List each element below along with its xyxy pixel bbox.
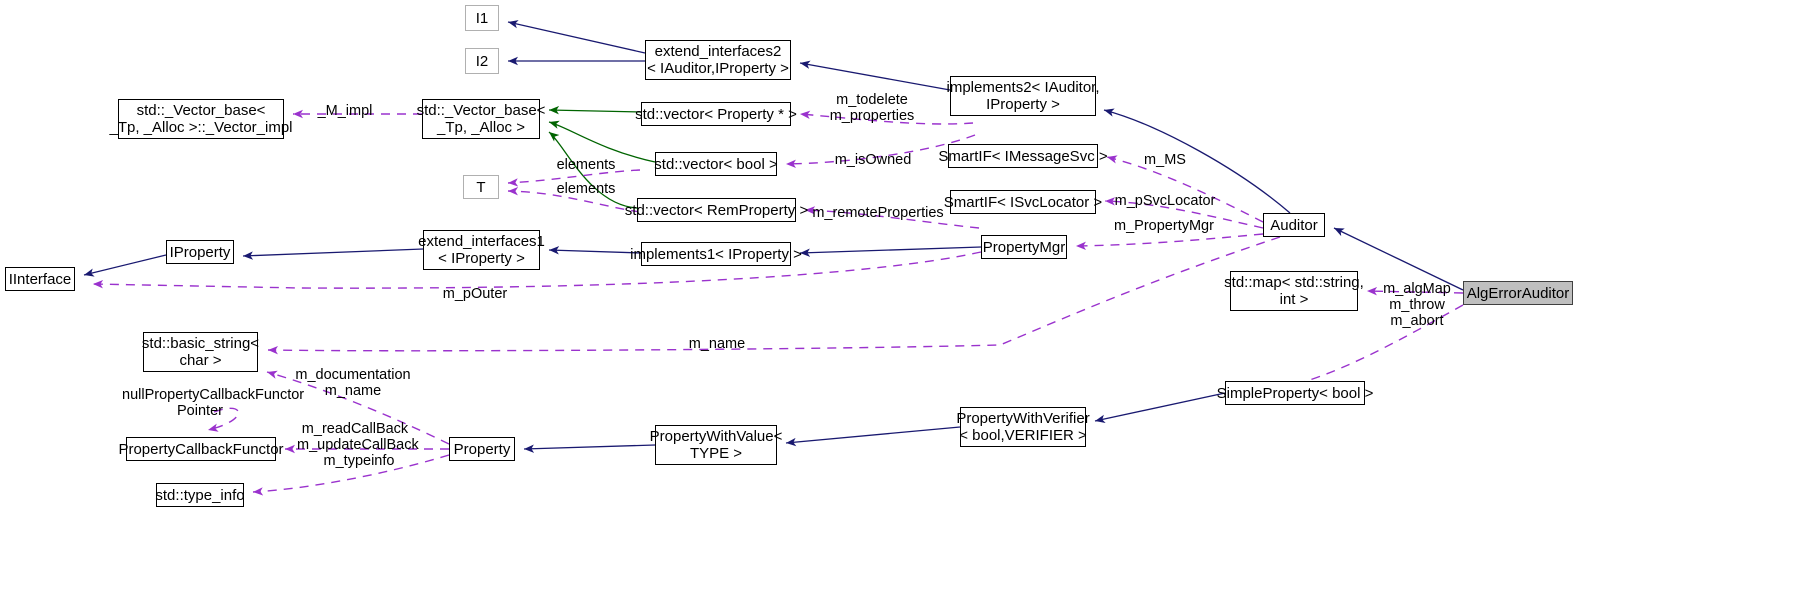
edge-propertymgr-to-impl1 xyxy=(799,246,982,257)
class-node-extif1[interactable]: extend_interfaces1 < IProperty > xyxy=(418,230,545,270)
edge-property-to-typeinfo xyxy=(252,454,450,496)
class-node-basicstring[interactable]: std::basic_string< char > xyxy=(142,332,259,372)
edge-vecbool-to-t xyxy=(507,169,641,187)
edge-label-m_todelete: m_todelete m_properties xyxy=(829,92,915,124)
class-node-smartifmsg[interactable]: SmartIF< IMessageSvc > xyxy=(938,144,1108,168)
class-node-vecrem[interactable]: std::vector< RemProperty > xyxy=(625,198,808,222)
edge-vecproperty-to-vecbase xyxy=(548,106,642,115)
edge-nullcallback-to-propcallback xyxy=(207,407,240,432)
edge-label-elements_2: elements xyxy=(556,181,616,197)
edge-label-m_isowned: m_isOwned xyxy=(834,152,912,168)
edge-auditor-to-impl2 xyxy=(1103,108,1291,214)
edge-label-elements_1: elements xyxy=(556,157,616,173)
class-node-iproperty[interactable]: IProperty xyxy=(166,240,234,264)
class-node-smartifsvc[interactable]: SmartIF< ISvcLocator > xyxy=(944,190,1102,214)
edge-vecrem-to-vecbase xyxy=(548,131,638,209)
edge-propertymgr-to-vecrem xyxy=(804,206,980,229)
edge-vecbool-to-vecbase xyxy=(548,120,656,163)
edge-extif2-to-i1 xyxy=(507,20,646,54)
class-node-property[interactable]: Property xyxy=(449,437,515,461)
class-node-vecproperty[interactable]: std::vector< Property * > xyxy=(635,102,797,126)
edge-label-m_ms: m_MS xyxy=(1144,152,1186,168)
template-edges xyxy=(548,106,656,209)
edge-label-m_pouter: m_pOuter xyxy=(442,286,508,302)
class-node-extif2[interactable]: extend_interfaces2 < IAuditor,IProperty … xyxy=(645,40,791,80)
edge-auditor-to-basicstring xyxy=(267,236,1281,355)
class-node-vecbase[interactable]: std::_Vector_base< _Tp, _Alloc > xyxy=(417,99,545,139)
edge-label-m_algmap: m_algMap m_throw m_abort xyxy=(1383,281,1451,329)
edge-label-m_propertymgr: m_PropertyMgr xyxy=(1114,218,1214,234)
edge-propwithvalue-to-property xyxy=(523,444,656,453)
class-node-auditor[interactable]: Auditor xyxy=(1263,213,1325,237)
edge-label-m_psvclocator: m_pSvcLocator xyxy=(1114,193,1216,209)
edge-algerror-to-stdmap xyxy=(1366,287,1464,296)
edge-vecrem-to-t xyxy=(507,186,641,213)
edge-auditor-to-smartifsvc xyxy=(1104,197,1264,229)
edge-auditor-to-propertymgr xyxy=(1075,233,1264,251)
edge-iproperty-to-iinterface xyxy=(83,254,167,277)
class-node-i2[interactable]: I2 xyxy=(465,48,499,74)
edge-extif1-to-iproperty xyxy=(242,248,424,260)
class-node-propwithvalue[interactable]: PropertyWithValue< TYPE > xyxy=(650,425,782,465)
edge-label-m_documentation: m_documentation m_name xyxy=(295,367,411,399)
usage-edges xyxy=(92,109,1464,496)
edge-algerror-to-auditor xyxy=(1333,227,1464,291)
class-node-impl2[interactable]: implements2< IAuditor, IProperty > xyxy=(947,76,1100,116)
class-node-stdmap[interactable]: std::map< std::string, int > xyxy=(1224,271,1364,311)
edge-label-m_readcallback: m_readCallBack m_updateCallBack xyxy=(297,421,419,453)
class-node-i1[interactable]: I1 xyxy=(465,5,499,31)
edge-label-m_typeinfo: m_typeinfo xyxy=(323,453,395,469)
class-node-simpleprop[interactable]: SimpleProperty< bool > xyxy=(1217,381,1373,405)
class-node-tparam[interactable]: T xyxy=(463,175,499,199)
inheritance-edges xyxy=(83,20,1464,453)
class-node-vecbaseimpl[interactable]: std::_Vector_base< _Tp, _Alloc >::_Vecto… xyxy=(110,99,293,139)
edge-label-nullcallback: nullPropertyCallbackFunctor Pointer xyxy=(122,387,305,419)
class-node-propcallback[interactable]: PropertyCallbackFunctor xyxy=(118,437,284,461)
class-node-iinterface[interactable]: IInterface xyxy=(5,267,75,291)
edge-label-m_name_long: m_name xyxy=(688,336,746,352)
edge-propwithverifier-to-propwithvalue xyxy=(785,426,961,447)
edge-propertymgr-to-vecbool xyxy=(785,134,976,169)
edge-property-to-basicstring xyxy=(266,370,450,445)
class-node-propertymgr[interactable]: PropertyMgr xyxy=(981,235,1067,259)
edge-simpleprop-to-propwithverifier xyxy=(1094,392,1226,424)
class-node-typeinfo[interactable]: std::type_info xyxy=(155,483,245,507)
edge-impl1-to-extif1 xyxy=(548,246,642,255)
class-node-propwithverif[interactable]: PropertyWithVerifier < bool,VERIFIER > xyxy=(956,407,1090,447)
class-node-algerrorauditor[interactable]: AlgErrorAuditor xyxy=(1463,281,1573,305)
edge-impl2-to-extif2 xyxy=(799,60,951,91)
class-node-vecbool[interactable]: std::vector< bool > xyxy=(654,152,778,176)
edge-propertymgr-to-vecproperty xyxy=(799,110,974,125)
edge-label-m_impl: _M_impl xyxy=(317,103,373,119)
edge-label-m_remoteprops: m_remoteProperties xyxy=(812,205,944,221)
edge-auditor-to-smartifmsg xyxy=(1106,155,1264,223)
class-node-impl1[interactable]: implements1< IProperty > xyxy=(630,242,802,266)
